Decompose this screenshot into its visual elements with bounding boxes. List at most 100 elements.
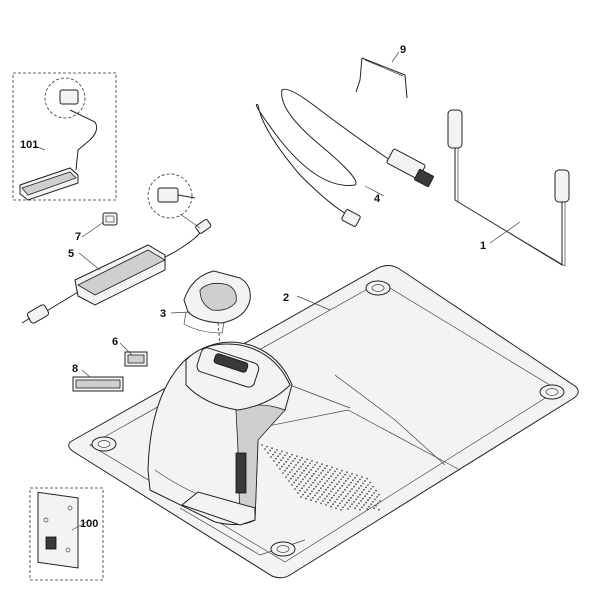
texture-dot — [302, 463, 304, 466]
texture-dot — [329, 468, 331, 471]
texture-dot — [315, 470, 317, 473]
texture-dot — [343, 482, 345, 485]
texture-dot — [374, 498, 376, 501]
texture-dot — [330, 475, 332, 478]
texture-dot — [336, 468, 338, 470]
texture-dot — [325, 488, 327, 491]
texture-dot — [342, 506, 344, 509]
texture-dot — [287, 473, 289, 476]
texture-dot — [306, 473, 308, 476]
texture-dot — [300, 496, 302, 498]
texture-dot — [309, 492, 311, 495]
texture-dot — [336, 498, 338, 501]
texture-dot — [357, 496, 359, 498]
texture-dot — [281, 465, 283, 468]
texture-dot — [367, 484, 369, 486]
texture-dot — [282, 456, 284, 459]
texture-dot — [305, 482, 307, 485]
texture-dot — [280, 459, 282, 462]
texture-dot — [285, 460, 287, 463]
texture-dot — [285, 476, 287, 478]
texture-dot — [313, 488, 315, 490]
texture-dot — [305, 467, 307, 470]
texture-dot — [275, 457, 277, 460]
texture-dot — [286, 467, 288, 470]
texture-dot — [369, 481, 371, 484]
texture-dot — [289, 456, 291, 458]
texture-dot — [306, 458, 308, 461]
usb-cable-part — [255, 88, 434, 227]
texture-dot — [300, 480, 302, 483]
texture-dot — [338, 480, 340, 483]
texture-dot — [298, 483, 300, 486]
texture-dot — [307, 480, 309, 482]
power-plug-detail — [147, 173, 201, 229]
texture-dot — [316, 461, 318, 464]
texture-dot — [301, 456, 303, 459]
texture-dot — [338, 496, 340, 498]
texture-dot — [327, 486, 329, 489]
texture-dot — [319, 480, 321, 483]
texture-dot — [315, 485, 317, 488]
texture-dot — [310, 499, 312, 502]
texture-dot — [290, 462, 292, 465]
texture-dot — [358, 487, 360, 490]
docking-station-housing — [147, 341, 293, 526]
texture-dot — [308, 486, 310, 489]
texture-dot — [294, 472, 296, 475]
texture-dot — [326, 464, 328, 467]
texture-dot — [360, 484, 362, 487]
texture-dot — [365, 486, 367, 489]
texture-dot — [290, 477, 292, 480]
texture-dot — [351, 503, 353, 506]
texture-dot — [366, 492, 368, 495]
texture-dot — [373, 507, 375, 510]
texture-dot — [320, 487, 322, 490]
texture-dot — [368, 490, 370, 493]
texture-dot — [304, 476, 306, 478]
texture-dot — [306, 488, 308, 491]
texture-dot — [360, 500, 362, 502]
texture-dot — [370, 488, 372, 490]
texture-dot — [286, 452, 288, 454]
texture-dot — [351, 488, 353, 490]
texture-dot — [295, 479, 297, 482]
texture-dot — [361, 506, 363, 509]
texture-dot — [349, 505, 351, 508]
texture-dot — [307, 495, 309, 498]
texture-dot — [296, 485, 298, 488]
texture-dot — [371, 494, 373, 497]
texture-dot — [335, 476, 337, 479]
callout-3: 3 — [160, 308, 166, 320]
callout-100: 100 — [80, 518, 98, 530]
texture-dot — [359, 493, 361, 496]
texture-dot — [379, 500, 381, 502]
texture-dot — [296, 470, 298, 473]
texture-dot — [277, 455, 279, 458]
texture-dot — [296, 455, 298, 458]
texture-dot — [313, 472, 315, 475]
texture-dot — [261, 444, 263, 446]
texture-dot — [294, 488, 296, 490]
texture-dot — [311, 475, 313, 478]
texture-dot — [356, 489, 358, 492]
texture-dot — [377, 502, 379, 505]
texture-dot — [341, 469, 343, 472]
texture-dot — [304, 491, 306, 494]
texture-dot — [358, 502, 360, 505]
texture-dot — [304, 460, 306, 463]
long-label-part — [72, 376, 124, 392]
texture-dot — [317, 498, 319, 501]
texture-dot — [349, 475, 351, 478]
texture-dot — [353, 485, 355, 488]
texture-dot — [356, 504, 358, 507]
texture-dot — [362, 497, 364, 500]
texture-dot — [367, 499, 369, 502]
texture-dot — [376, 496, 378, 498]
texture-dot — [273, 460, 275, 462]
texture-dot — [316, 492, 318, 494]
texture-dot — [302, 478, 304, 481]
texture-dot — [316, 476, 318, 479]
texture-dot — [312, 496, 314, 499]
texture-dot — [369, 496, 371, 499]
